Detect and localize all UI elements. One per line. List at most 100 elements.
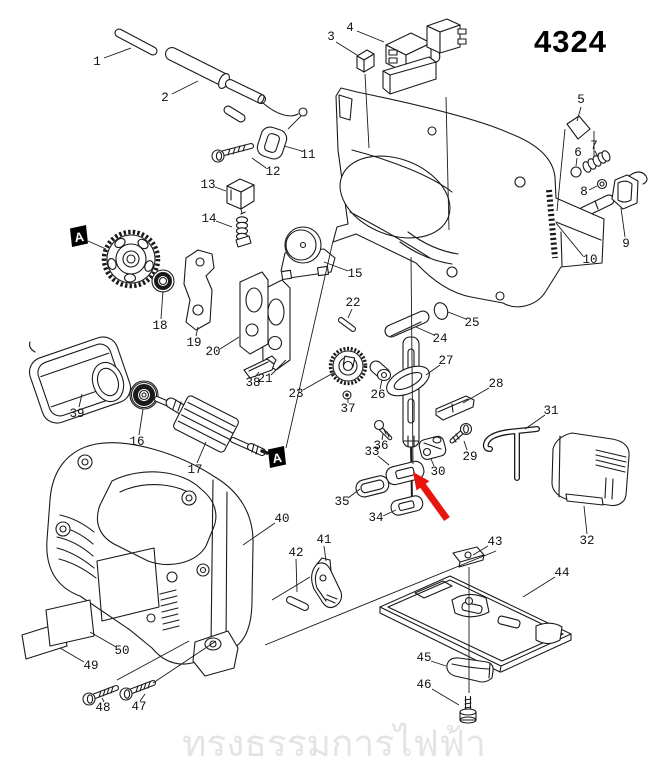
part-label-3: 3: [327, 30, 335, 44]
part-label-20: 20: [205, 345, 220, 359]
part-label-40: 40: [274, 512, 289, 526]
assembly-line-7: [116, 640, 190, 681]
part-label-50: 50: [114, 644, 129, 658]
leader-line-45: [430, 660, 447, 667]
leader-line-8: [588, 185, 598, 191]
part-label-10: 10: [582, 253, 597, 267]
part-label-9: 9: [622, 237, 630, 251]
part-label-49: 49: [83, 659, 98, 673]
assembly-line-9: [271, 576, 311, 601]
part-label-45: 45: [416, 651, 431, 665]
part-37-nut: [342, 390, 352, 400]
part-label-26: 26: [370, 388, 385, 402]
leader-line-14: [215, 220, 233, 228]
part-35-plate: [355, 475, 390, 498]
part-45-clamp: [446, 657, 494, 683]
assembly-marker-1: [268, 446, 286, 468]
part-48-screw: [82, 685, 119, 706]
part-label-27: 27: [438, 354, 453, 368]
part-24-flat-bar: [384, 310, 430, 338]
assembly-line-3: [556, 128, 566, 212]
leader-line-27: [425, 364, 441, 376]
leader-line-12: [251, 157, 267, 169]
highlight-arrow: [413, 472, 450, 521]
part-label-16: 16: [129, 435, 144, 449]
part-7-spring: [582, 150, 611, 173]
part-22-pin: [338, 317, 356, 332]
leader-line-32: [583, 505, 588, 535]
part-label-33: 33: [364, 445, 379, 459]
part-20-front-plate: [239, 271, 269, 355]
part-5-plate: [566, 115, 591, 140]
leader-line-47: [139, 693, 146, 702]
assembly-marker-label-0: A: [73, 229, 85, 245]
leader-line-21: [270, 359, 287, 376]
assembly-line-5: [285, 240, 334, 449]
part-label-36: 36: [373, 439, 388, 453]
part-6-ball: [570, 166, 582, 178]
watermark-text: ทรงธรรมการไฟฟ้า: [182, 722, 486, 765]
part-32-cover: [551, 432, 630, 507]
part-label-46: 46: [416, 678, 431, 692]
part-29-screw: [449, 422, 473, 444]
leader-line-16: [138, 408, 144, 436]
leader-line-9: [620, 207, 626, 238]
part-label-48: 48: [95, 701, 110, 715]
leader-line-44: [522, 576, 556, 598]
part-9-lever: [578, 171, 648, 218]
part-label-1: 1: [93, 55, 101, 69]
part-1-rod: [114, 28, 158, 56]
leader-line-28: [462, 387, 490, 404]
part-39-field-stator: [28, 336, 132, 424]
part-36-screw: [373, 419, 393, 441]
assembly-line-1: [445, 96, 450, 231]
leader-line-7: [594, 150, 599, 158]
part-40-handle-housing: [46, 442, 254, 677]
part-label-44: 44: [554, 566, 569, 580]
leader-line-20: [219, 336, 240, 350]
part-8-nut: [596, 178, 608, 190]
part-label-8: 8: [580, 185, 588, 199]
part-25-disc: [433, 302, 449, 320]
part-23-gear: [328, 346, 368, 386]
part-label-35: 35: [334, 495, 349, 509]
leader-line-23: [302, 371, 336, 391]
part-43-square-nut: [452, 546, 485, 568]
marker-leader-0: [87, 240, 107, 250]
part-label-24: 24: [432, 332, 447, 346]
part-label-4: 4: [346, 21, 354, 35]
leader-line-18: [160, 290, 164, 320]
leader-line-30: [430, 458, 435, 467]
part-label-13: 13: [200, 178, 215, 192]
part-27-slider: [386, 336, 430, 502]
leader-line-2: [171, 80, 199, 95]
leader-line-29: [463, 440, 468, 451]
part-41-lock-lever: [311, 557, 343, 609]
leader-line-4: [356, 30, 385, 43]
part-label-17: 17: [187, 463, 202, 477]
part-44-base: [379, 575, 572, 673]
part-label-34: 34: [368, 511, 383, 525]
leader-line-3: [335, 41, 358, 56]
part-label-11: 11: [300, 148, 315, 162]
part-38-guide-plate: [243, 355, 277, 379]
part-label-19: 19: [186, 336, 201, 350]
part-21-back-plate: [261, 279, 291, 371]
leader-line-43: [472, 545, 489, 556]
assembly-line-2: [410, 256, 414, 465]
part-26-bushing: [369, 360, 392, 382]
part-46-screw: [459, 696, 477, 724]
part-label-7: 7: [590, 139, 598, 153]
part-label-43: 43: [487, 535, 502, 549]
part-13-brush-holder: [226, 178, 255, 210]
leader-line-10: [555, 222, 584, 257]
leader-line-42: [295, 558, 298, 593]
part-3-block: [356, 49, 375, 73]
part-label-22: 22: [345, 296, 360, 310]
assembly-line-11: [287, 115, 302, 130]
part-19-bearing-retainer: [183, 249, 215, 331]
leader-line-1: [103, 47, 132, 59]
leader-line-6: [575, 157, 578, 167]
leader-line-39: [78, 393, 83, 408]
model-number: 4324: [534, 24, 607, 59]
